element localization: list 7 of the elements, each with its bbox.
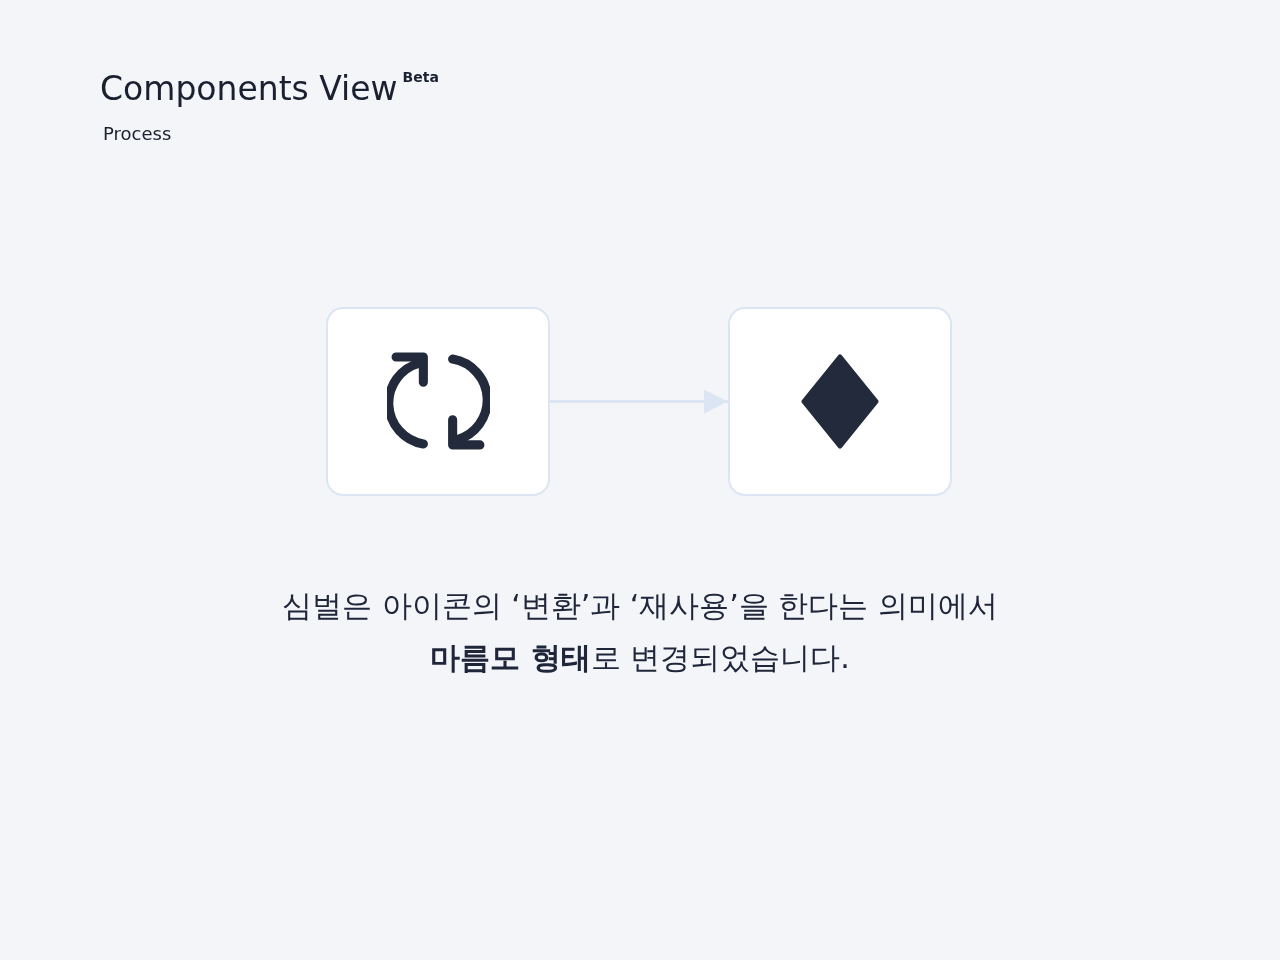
symbol-card [326,307,550,496]
subtitle: Process [103,122,172,146]
arrow [550,389,728,414]
title: Components View [100,68,398,110]
beta-label: Beta [402,69,439,86]
caption-text: 심벌은 아이콘의 ‘변환’과 ‘재사용’을 한다는 의미에서 마름모 형태로 변경되었습니다. [281,587,999,677]
symbol-card [728,307,952,496]
